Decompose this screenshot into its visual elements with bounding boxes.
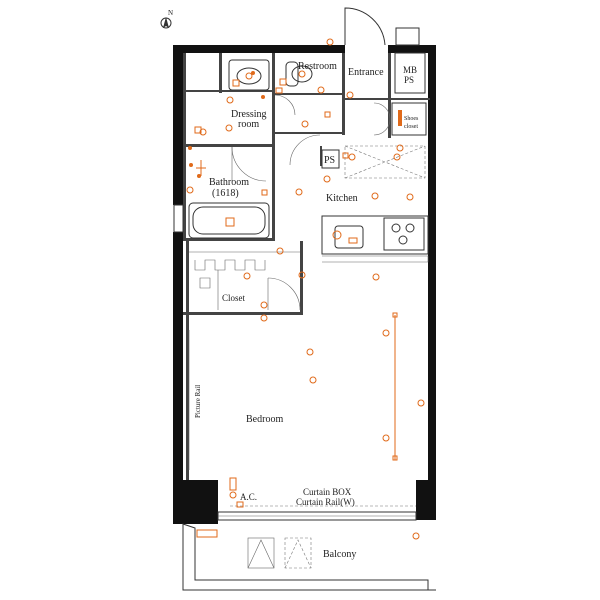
label-mb: MB	[403, 65, 417, 75]
entrance-door	[344, 7, 386, 46]
label-ps-shaft: PS	[404, 75, 414, 85]
compass-letter: N	[168, 9, 173, 17]
compass-icon: N	[160, 9, 173, 29]
label-dressing: Dressing	[231, 109, 267, 120]
label-shoes-closet: closet	[404, 124, 418, 130]
label-curtain-rail: Curtain Rail(W)	[296, 497, 355, 507]
balcony	[182, 523, 436, 591]
bathroom-window	[173, 204, 184, 233]
closet-shelves	[189, 251, 301, 311]
bathtub-icon	[188, 202, 270, 239]
bedroom-rail	[392, 312, 398, 461]
label-bathroom: Bathroom	[209, 177, 249, 188]
washbasin-icon	[228, 59, 270, 91]
label-balcony: Balcony	[323, 549, 356, 560]
kitchen-counter	[321, 215, 429, 263]
genkan-floor	[344, 145, 426, 179]
label-restroom: Restroom	[298, 61, 337, 72]
electrical-fixtures	[186, 38, 425, 540]
label-bedroom: Bedroom	[246, 414, 283, 425]
shoes-closet	[373, 102, 427, 136]
label-closet: Closet	[222, 293, 246, 303]
label-entrance: Entrance	[348, 67, 384, 78]
label-kitchen: Kitchen	[326, 193, 358, 204]
toilet-icon	[285, 61, 313, 87]
label-curtain-box: Curtain BOX	[303, 487, 352, 497]
mb-ps-shaft	[394, 27, 426, 94]
outer-walls	[173, 45, 436, 524]
label-dressing-room: room	[238, 119, 259, 130]
balcony-window	[217, 505, 417, 521]
ps-box	[321, 149, 340, 169]
label-bathroom-size: (1618)	[212, 188, 239, 199]
interior-walls	[183, 53, 430, 480]
label-picture-rail: Picture Rail	[194, 385, 202, 418]
label-ac: A.C.	[240, 492, 257, 502]
label-shoes: Shoes	[404, 116, 419, 122]
label-ps: PS	[324, 155, 335, 166]
dressing-doors	[231, 94, 321, 182]
shower-icon	[189, 160, 206, 176]
